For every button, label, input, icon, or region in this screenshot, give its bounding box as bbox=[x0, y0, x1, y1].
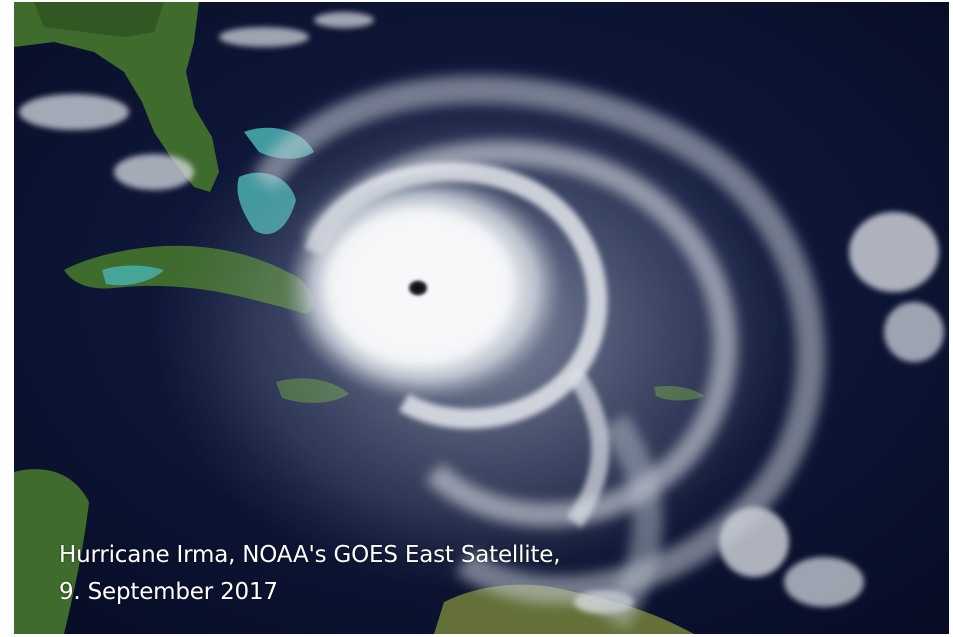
satellite-illustration bbox=[14, 2, 949, 634]
florida-land bbox=[14, 2, 219, 192]
hurricane-eye bbox=[407, 279, 429, 297]
caption-line-2: 9. September 2017 bbox=[59, 579, 278, 605]
south-america-land bbox=[14, 469, 89, 634]
caption-line-1: Hurricane Irma, NOAA's GOES East Satelli… bbox=[59, 542, 561, 568]
photo-caption: Hurricane Irma, NOAA's GOES East Satelli… bbox=[59, 537, 759, 611]
satellite-photo bbox=[14, 2, 949, 634]
